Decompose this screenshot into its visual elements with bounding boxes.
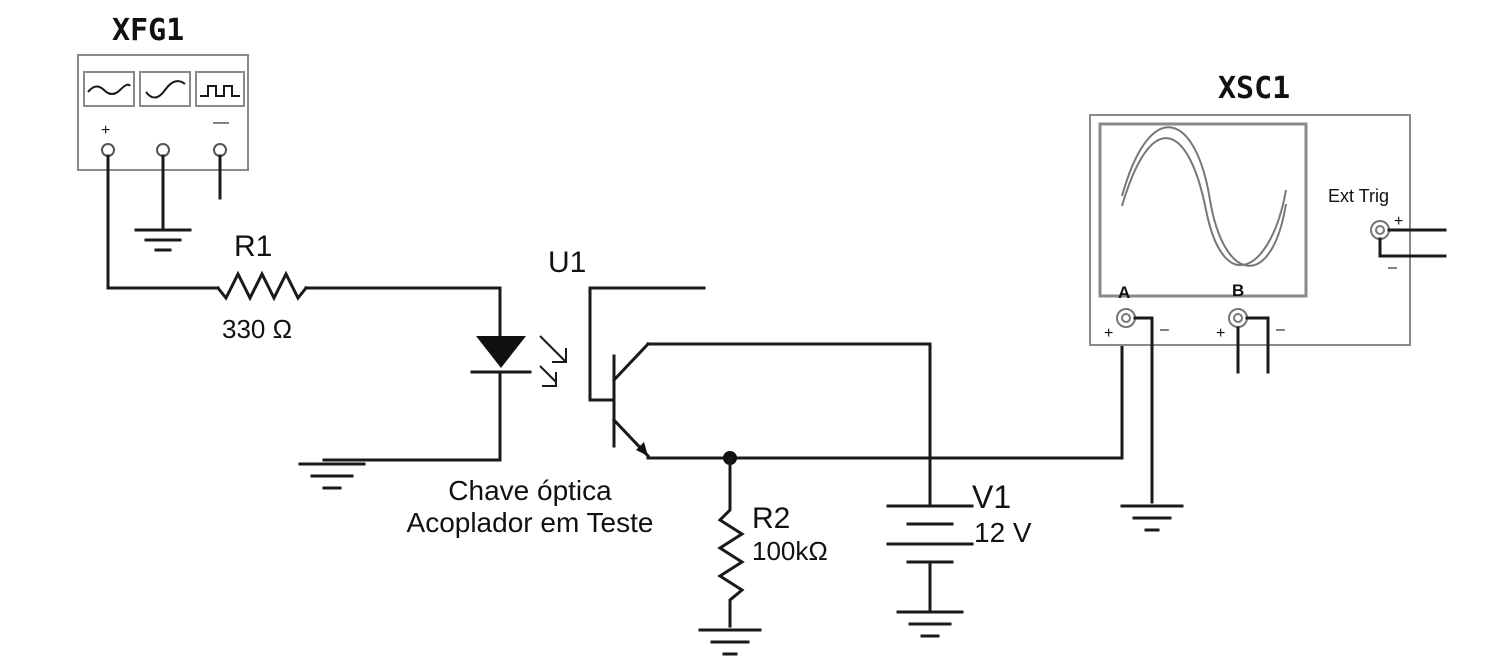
u1-label: U1	[548, 246, 586, 279]
channel-b-minus: –	[1276, 321, 1285, 338]
channel-b-plus: +	[1216, 325, 1225, 342]
channel-a-minus: –	[1160, 321, 1169, 338]
battery-v1[interactable]	[886, 504, 974, 614]
r1-value: 330 Ω	[222, 314, 292, 344]
ext-trig-terminal[interactable]	[1370, 220, 1390, 240]
sine-wave-button[interactable]	[83, 71, 135, 107]
wire-emitter-to-scope-a[interactable]	[646, 328, 1124, 460]
xfg1-positive-terminal[interactable]	[101, 143, 115, 157]
channel-b-label: B	[1232, 281, 1244, 300]
wire-xfg1-to-r1[interactable]	[106, 154, 220, 290]
channel-b-terminal[interactable]	[1228, 308, 1248, 328]
ground-symbol-1	[134, 228, 192, 252]
channel-a-terminal[interactable]	[1116, 308, 1136, 328]
oscilloscope[interactable]: Ext Trig + – A + – B + –	[1089, 114, 1411, 346]
light-arrows-icon	[539, 335, 567, 387]
xfg1-label: XFG1	[112, 13, 184, 48]
oscilloscope-screen	[1098, 122, 1308, 298]
caption-line-2: Acoplador em Teste	[407, 507, 654, 538]
ground-symbol-2	[298, 462, 366, 490]
v1-label: V1	[972, 479, 1011, 515]
led-emitter	[470, 336, 532, 374]
xfg1-negative-terminal[interactable]	[213, 143, 227, 157]
ext-trig-minus: –	[1388, 259, 1397, 276]
xfg1-minus-mark: —	[213, 114, 229, 131]
r1-label: R1	[234, 230, 272, 263]
wire-led-to-ground[interactable]	[322, 370, 502, 462]
wire-ext-trig-minus[interactable]	[1378, 237, 1447, 258]
ground-symbol-4	[896, 610, 964, 638]
channel-a-plus: +	[1104, 325, 1113, 342]
wire-collector-to-v1[interactable]	[646, 342, 932, 506]
wire-r1-to-led[interactable]	[304, 286, 502, 338]
ext-trig-label: Ext Trig	[1328, 186, 1389, 206]
xsc1-label: XSC1	[1218, 71, 1290, 106]
ground-symbol-5	[1120, 504, 1184, 532]
xfg1-common-terminal[interactable]	[156, 143, 170, 157]
resistor-r1[interactable]	[215, 270, 309, 302]
optocoupler-u1[interactable]	[470, 286, 706, 459]
wire-scope-b-minus[interactable]	[1245, 316, 1270, 374]
caption-line-1: Chave óptica	[448, 475, 612, 506]
wire-scope-a-minus-to-ground[interactable]	[1133, 316, 1154, 504]
ext-trig-plus: +	[1394, 213, 1403, 230]
r2-value: 100kΩ	[752, 536, 828, 566]
ground-symbol-3	[698, 628, 762, 656]
channel-a-label: A	[1118, 283, 1130, 302]
resistor-r2[interactable]	[717, 456, 745, 628]
triangle-wave-button[interactable]	[139, 71, 191, 107]
xfg1-plus-mark: +	[101, 122, 110, 139]
v1-value: 12 V	[974, 517, 1032, 548]
phototransistor	[588, 286, 706, 459]
square-wave-button[interactable]	[195, 71, 245, 107]
function-generator[interactable]: + —	[77, 54, 249, 171]
r2-label: R2	[752, 502, 790, 535]
